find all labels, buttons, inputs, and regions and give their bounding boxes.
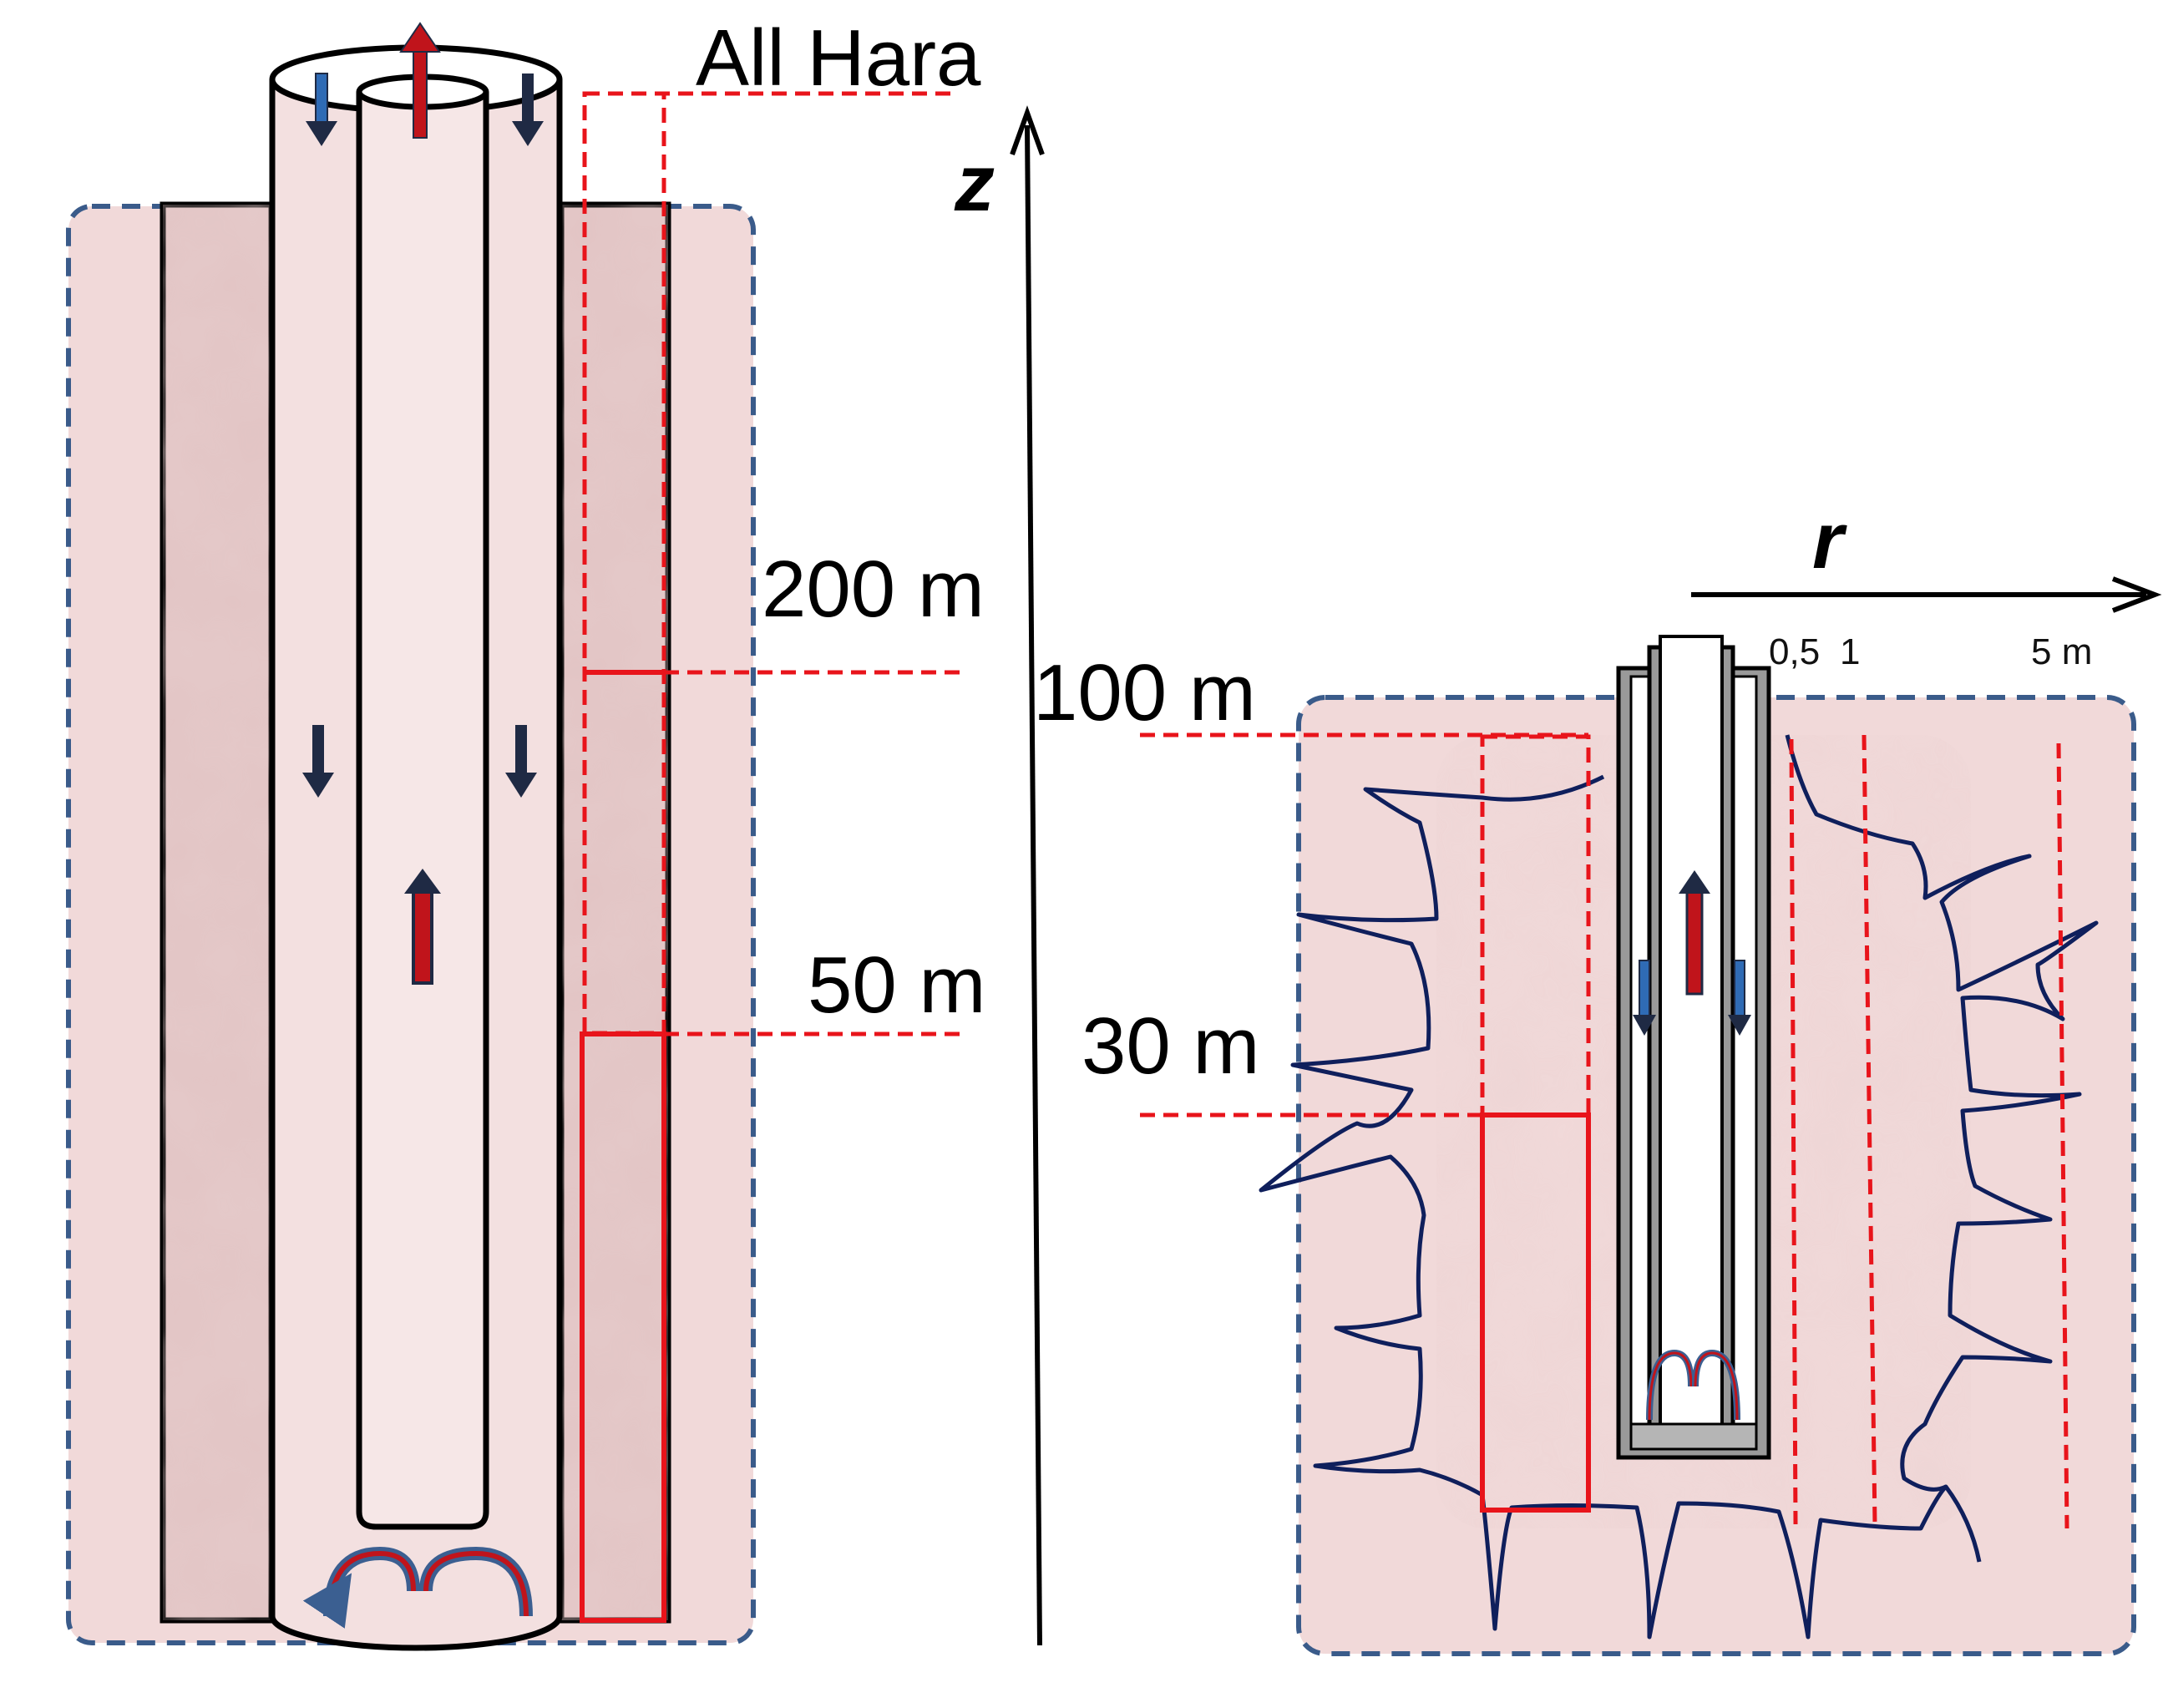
up-arrow-icon bbox=[399, 22, 441, 139]
radius-1-line bbox=[1862, 734, 1877, 1525]
down-arrow-icon bbox=[512, 73, 544, 146]
right-zone-lower-marker bbox=[1480, 1112, 1591, 1513]
inner-pipe bbox=[356, 92, 489, 1530]
u-turn-arrow-icon bbox=[1646, 1349, 1740, 1421]
depth-200-label: 200 m bbox=[762, 545, 985, 634]
down-arrow-icon bbox=[505, 725, 537, 798]
down-arrow-icon bbox=[1728, 960, 1751, 1036]
up-arrow-icon bbox=[404, 869, 441, 985]
right-borehole bbox=[1616, 635, 1771, 1460]
left-model bbox=[66, 22, 965, 1651]
down-arrow-icon bbox=[1633, 960, 1656, 1036]
model-name-label: All Hara bbox=[696, 13, 981, 103]
radius-5-label: 5 m bbox=[2031, 631, 2092, 672]
left-zone-lower-marker bbox=[580, 1031, 666, 1623]
r-axis-label: r bbox=[1812, 496, 1847, 585]
radius-5-line bbox=[2056, 742, 2069, 1529]
fracture-network-right bbox=[1785, 734, 2099, 1492]
depth-100-label: 100 m bbox=[1033, 648, 1256, 737]
down-arrow-icon bbox=[306, 73, 337, 146]
depth-50-label: 50 m bbox=[808, 940, 985, 1030]
radius-05-line bbox=[1789, 738, 1798, 1525]
u-turn-arrow-icon bbox=[302, 1546, 533, 1629]
radius-05-label: 0,5 bbox=[1769, 631, 1820, 672]
right-zone-upper-marker bbox=[1480, 734, 1591, 1118]
fracture-network-left bbox=[1259, 774, 1605, 1498]
z-axis bbox=[1010, 105, 1045, 1646]
right-model bbox=[1140, 576, 2162, 1656]
fracture-network-bottom bbox=[1480, 1484, 1982, 1640]
z-axis-label: z bbox=[954, 139, 995, 228]
depth-30-label: 30 m bbox=[1082, 1001, 1259, 1091]
down-arrow-icon bbox=[302, 725, 334, 798]
up-arrow-icon bbox=[1679, 870, 1710, 996]
r-axis bbox=[1691, 576, 2162, 613]
radius-1-label: 1 bbox=[1840, 631, 1860, 672]
